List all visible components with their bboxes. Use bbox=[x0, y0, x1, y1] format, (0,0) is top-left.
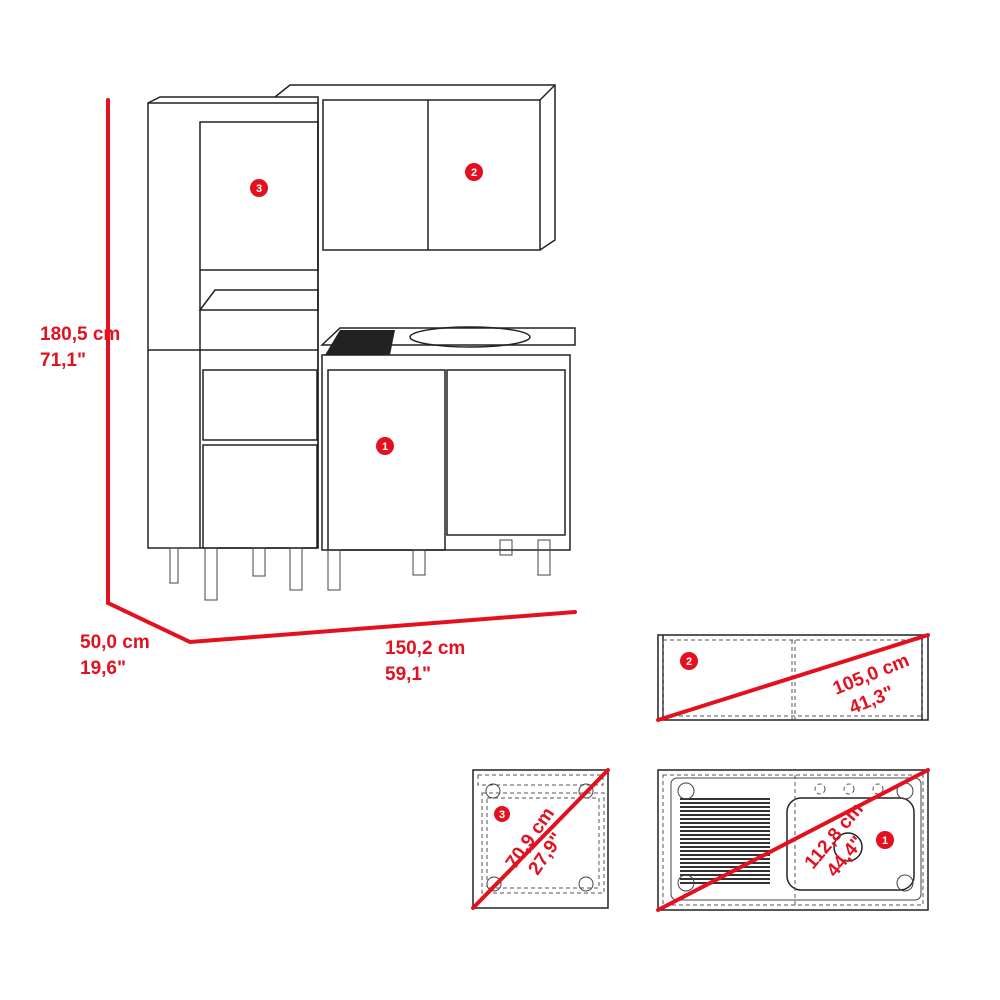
drainboard-rib bbox=[680, 814, 770, 816]
drainboard-rib bbox=[680, 854, 770, 856]
drainboard-rib bbox=[680, 798, 770, 800]
drainboard-rib bbox=[680, 858, 770, 860]
wall-cabinet bbox=[274, 84, 556, 251]
drainboard-rib bbox=[680, 830, 770, 832]
drainboard-rib bbox=[680, 826, 770, 828]
drainboard-rib bbox=[680, 806, 770, 808]
depth-cm-label: 50,0 cm bbox=[80, 632, 150, 653]
drainboard-rib bbox=[680, 850, 770, 852]
svg-text:2: 2 bbox=[471, 167, 477, 179]
part-badge-2: 2 bbox=[465, 163, 483, 181]
width-cm-label: 150,2 cm bbox=[385, 638, 465, 659]
drainboard-rib bbox=[680, 862, 770, 864]
height-cm-label: 180,5 cm bbox=[40, 324, 120, 345]
width-in-label: 59,1" bbox=[385, 664, 431, 685]
height-dimension-line bbox=[106, 98, 577, 645]
drainboard-rib bbox=[680, 882, 770, 884]
drainboard-rib bbox=[680, 846, 770, 848]
detail-part-1: 1 112,8 cm 44,4" bbox=[656, 768, 930, 912]
drainboard-rib bbox=[680, 822, 770, 824]
detail-part-2: 2 105,0 cm 41,3" bbox=[656, 633, 930, 722]
tall-cabinet bbox=[147, 96, 319, 601]
drainboard-rib bbox=[680, 870, 770, 872]
height-in-label: 71,1" bbox=[40, 350, 86, 371]
drainboard-rib bbox=[680, 878, 770, 880]
drainboard-rib bbox=[680, 842, 770, 844]
sink-cabinet bbox=[320, 326, 576, 591]
part-badge-3: 3 bbox=[250, 179, 268, 197]
drainboard-rib bbox=[680, 810, 770, 812]
svg-text:3: 3 bbox=[256, 183, 262, 195]
part-badge-1: 1 bbox=[376, 437, 394, 455]
drainboard-rib bbox=[680, 818, 770, 820]
svg-text:1: 1 bbox=[382, 441, 388, 453]
svg-text:2: 2 bbox=[686, 656, 692, 668]
drainboard-rib bbox=[680, 802, 770, 804]
drainboard-rib bbox=[680, 866, 770, 868]
svg-text:1: 1 bbox=[882, 835, 888, 847]
drainboard-rib bbox=[680, 834, 770, 836]
drainboard-rib bbox=[680, 838, 770, 840]
depth-in-label: 19,6" bbox=[80, 658, 126, 679]
detail-part-3: 3 70,9 cm 27,9" bbox=[471, 768, 610, 910]
drainboard-ribs bbox=[680, 798, 770, 884]
svg-text:3: 3 bbox=[499, 809, 505, 821]
